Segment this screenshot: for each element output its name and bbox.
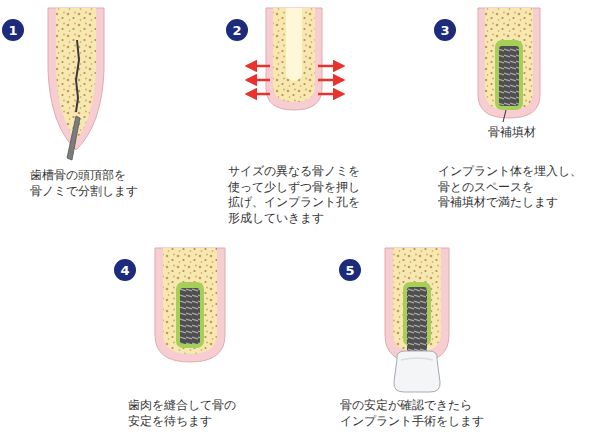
ridge-expansion [247, 8, 343, 110]
step-number: 3 [440, 24, 449, 37]
step-caption: 歯肉を縫合して骨の 安定を待ちます [128, 398, 246, 429]
step-number-circle: 5 [339, 259, 361, 281]
step-caption: 骨の安定が確認できたら インプラント手術をします [340, 398, 494, 429]
implant-with-graft [478, 8, 540, 122]
part-label: 骨補填材 [488, 125, 536, 141]
step-number: 2 [232, 24, 241, 37]
implant-with-crown [385, 248, 449, 392]
step-number-circle: 4 [114, 259, 136, 281]
step-caption: サイズの異なる骨ノミを 使って少しずつ骨を押し 拡げ、インプラント孔を 形成して… [228, 164, 370, 226]
sutured-healing [155, 248, 225, 362]
step-caption: 歯槽骨の頭頂部を 骨ノミで分割します [30, 168, 148, 199]
ridge-split [48, 8, 104, 160]
step-caption: インプラント体を埋入し、 骨とのスペースを 骨補填材で満たします [438, 164, 592, 211]
leader-line [503, 110, 506, 122]
step-number-circle: 3 [434, 19, 456, 41]
step-number: 1 [8, 24, 17, 37]
step-number: 4 [120, 264, 129, 277]
step-number: 5 [345, 264, 354, 277]
step-number-circle: 1 [2, 19, 24, 41]
step-number-circle: 2 [226, 19, 248, 41]
